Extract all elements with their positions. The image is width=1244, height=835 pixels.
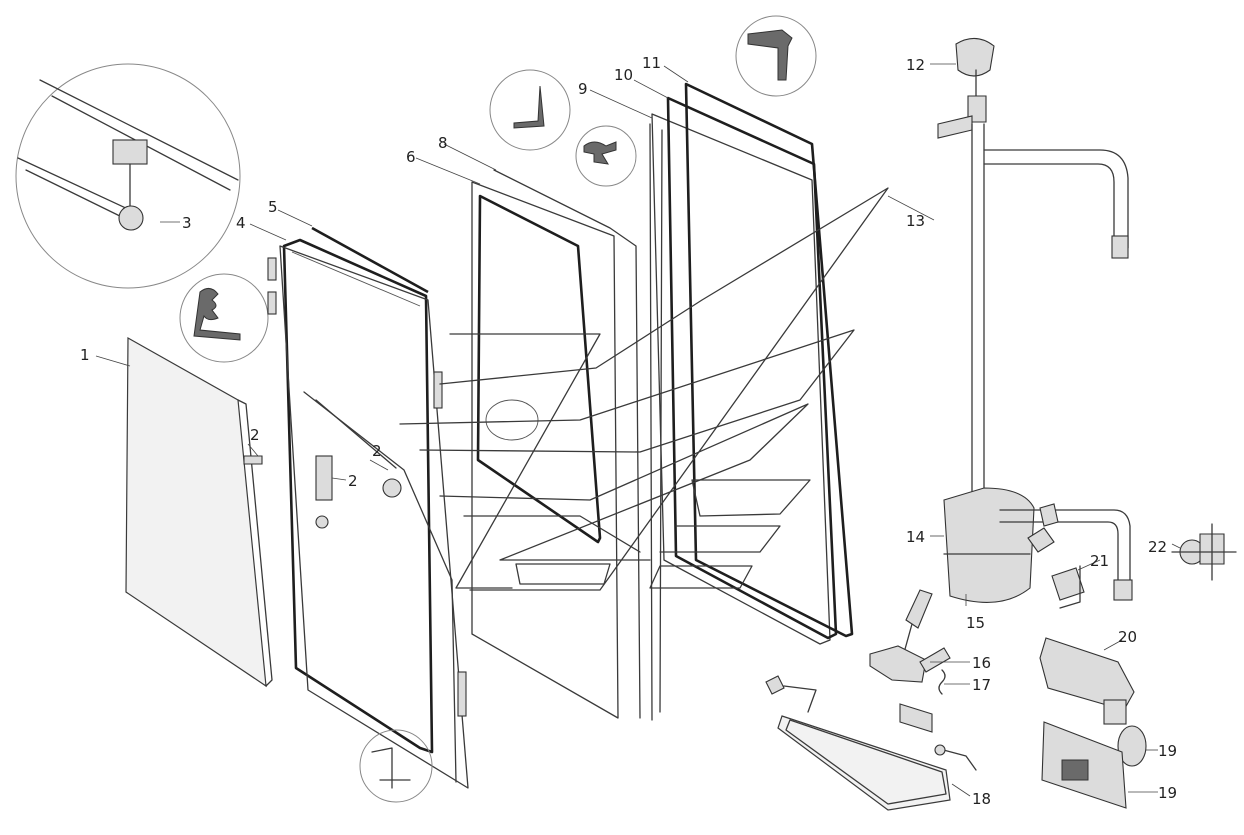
label-part-2: 2	[372, 442, 382, 460]
label-part-1: 1	[80, 346, 90, 364]
label-part-17: 17	[972, 676, 991, 694]
door-body	[243, 226, 469, 789]
label-part-16: 16	[972, 654, 991, 672]
switch-lamp-assembly	[1039, 637, 1147, 809]
door-inner-frame	[282, 238, 434, 754]
valve-fittings	[1027, 503, 1237, 609]
window-frames	[649, 82, 854, 721]
label-part-19: 19	[1158, 742, 1177, 760]
glass-seal-profile-detail	[489, 69, 571, 151]
label-part-15: 15	[966, 614, 985, 632]
label-part-6: 6	[406, 148, 416, 166]
label-part-19: 19	[1158, 784, 1177, 802]
label-part-10: 10	[614, 66, 633, 84]
label-part-20: 20	[1118, 628, 1137, 646]
label-part-21: 21	[1090, 552, 1109, 570]
seal-profile-detail	[179, 273, 269, 363]
glass-panes-part-13	[399, 187, 889, 591]
label-part-13: 13	[906, 212, 925, 230]
label-part-12: 12	[906, 56, 925, 74]
label-part-18: 18	[972, 790, 991, 808]
label-part-2: 2	[250, 426, 260, 444]
label-part-8: 8	[438, 134, 448, 152]
leader-lines	[95, 63, 1181, 797]
label-part-22: 22	[1148, 538, 1167, 556]
step-assembly	[765, 589, 977, 811]
window-glass-assembly	[433, 169, 641, 719]
washer-reservoir-assembly	[937, 37, 1133, 603]
label-part-3: 3	[182, 214, 192, 232]
label-part-11: 11	[642, 54, 661, 72]
label-part-9: 9	[578, 80, 588, 98]
label-part-2: 2	[348, 472, 358, 490]
detail-callout-part-3	[15, 63, 241, 289]
label-part-5: 5	[268, 198, 278, 216]
outer-door-panel	[125, 336, 267, 688]
frame-seal-profile-detail	[575, 15, 817, 187]
label-part-4: 4	[236, 214, 246, 232]
part-number-labels: 1 2 2 2 3 4 5 6 8 9 10 11 12 13 14 15 16…	[80, 54, 1177, 808]
hinge-detail	[359, 729, 433, 803]
label-part-14: 14	[906, 528, 925, 546]
